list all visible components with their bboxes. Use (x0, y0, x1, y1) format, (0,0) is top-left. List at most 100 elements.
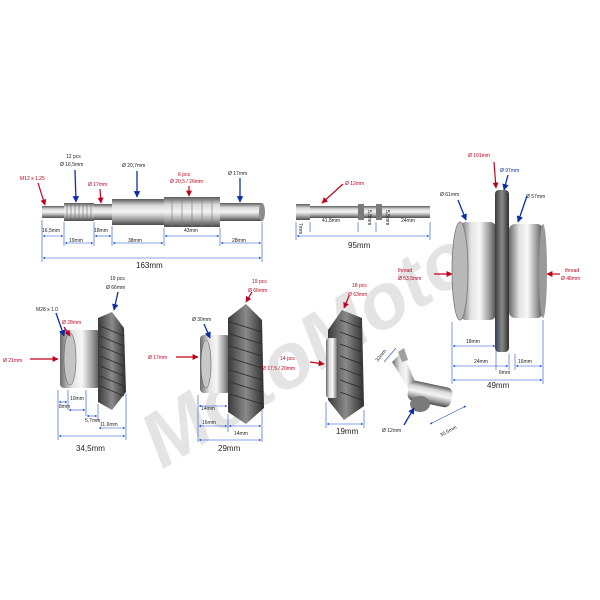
hub-dia61-arrow (457, 199, 467, 221)
hub-total: 49mm (487, 381, 510, 390)
gear2-len-16: 16mm (202, 420, 216, 426)
hub-right-face (539, 224, 547, 318)
pin-len-5-5: 5,5mm (384, 210, 390, 225)
gear1-dia66-arrow (112, 291, 119, 311)
gear3-part: 18 pcs Ø 63mm 14 pcs Ø 17,5 / 20mm 19mm (262, 283, 367, 436)
gear3-dim-lines (325, 402, 365, 428)
pin-dia-label: Ø 12mm (345, 181, 364, 187)
hub-dia97-label: Ø 97mm (500, 168, 519, 174)
pin-tail (382, 206, 430, 218)
gear1-bore (63, 332, 77, 386)
gear1-part: M28 x 1.0 19 pcs Ø 66mm Ø 28mm Ø 21mm 8m… (3, 276, 127, 453)
shaft-end-section (220, 203, 262, 221)
pin-part: Ø 12mm 7mm 41,8mm 5,8mm 5,5mm 24mm 95mm (295, 181, 431, 250)
hub-thread-right: Ø 48mm (561, 276, 580, 282)
gear2-dia30-arrow (203, 323, 211, 339)
gear2-dia30: Ø 30mm (192, 317, 211, 323)
fork-len-30-5: 30,5mm (439, 425, 458, 439)
shaft-len-19: 19mm (69, 238, 83, 244)
hub-dia61-label: Ø 61mm (440, 192, 459, 198)
hub-len-18: 18mm (466, 339, 480, 345)
hub-part: Ø 101mm Ø 97mm Ø 61mm Ø 57mm thread Ø 53… (398, 153, 580, 390)
watermark-text: MotoMoto (125, 212, 488, 484)
shaft-thread-section (42, 206, 64, 218)
fork-dia12-arrow (403, 407, 415, 426)
hub-flange (495, 190, 509, 352)
gear1-dia21: Ø 21mm (3, 358, 22, 364)
shaft-dia17-label: Ø 17mm (88, 182, 107, 188)
pin-groove2 (376, 204, 382, 220)
shaft-main-body (112, 199, 164, 225)
gear2-dia17: Ø 17mm (148, 355, 167, 361)
gear1-thread-label: M28 x 1.0 (36, 307, 58, 313)
gear1-len-11-6: 11,6mm (100, 422, 118, 428)
pin-dia-arrow (321, 183, 344, 204)
shaft-len-38: 38mm (128, 238, 142, 244)
pin-total: 95mm (348, 241, 371, 250)
gear2-total: 29mm (218, 444, 241, 453)
pin-head (296, 204, 310, 220)
fork-tip (398, 348, 408, 362)
gear3-spline-count: 14 pcs (280, 356, 295, 362)
gear2-len-14a: 14mm (201, 406, 215, 412)
shaft-spline-dia: Ø 16,5mm (60, 162, 83, 168)
gear1-len-10: 10mm (70, 396, 84, 402)
shaft-dia17-arrow (97, 188, 104, 204)
shaft-thread-label: M12 x 1.25 (20, 176, 45, 182)
hub-thread-right-word: thread (565, 268, 579, 274)
gear2-part: Ø 30mm 19 pcs Ø 66mm Ø 17mm 14mm 16mm 14… (148, 279, 267, 453)
gear2-tooth-lines (229, 321, 263, 405)
shaft-len-43: 43mm (184, 228, 198, 234)
shaft-neck (94, 204, 112, 220)
gear1-len-8: 8mm (59, 404, 70, 410)
gear2-dia66: Ø 66mm (248, 288, 267, 294)
pin-len-5-8: 5,8mm (366, 210, 372, 225)
hub-dia97-arrow (502, 174, 509, 191)
hub-dia57-arrow (516, 195, 528, 223)
shaft-part: M12 x 1.25 12 pcs Ø 16,5mm Ø 17mm Ø 20,7… (20, 154, 265, 270)
gear2-len-14b: 14mm (234, 431, 248, 437)
hub-dim-lines (451, 320, 544, 384)
gear1-tooth-lines (99, 325, 125, 397)
gear1-dia66: Ø 66mm (106, 285, 125, 291)
fork-part: 32mm Ø 12mm 30,5mm (375, 347, 467, 439)
shaft-len-28: 28mm (232, 238, 246, 244)
gear1-total: 34,5mm (76, 444, 105, 453)
watermark: MotoMoto (125, 212, 488, 484)
gear3-dia63: Ø 63mm (348, 292, 367, 298)
shaft-splines (66, 203, 92, 221)
shaft-len-18: 18mm (94, 228, 108, 234)
hub-thread-left-word: thread (398, 268, 412, 274)
gear3-teeth-count: 18 pcs (352, 283, 367, 289)
shaft-splines2 (171, 197, 213, 227)
gear3-spline-arrow (309, 360, 325, 367)
fork-len30-line (429, 405, 467, 425)
gear2-teeth-count: 19 pcs (252, 279, 267, 285)
gear2-teeth (228, 304, 264, 424)
gear1-len-5-7: 5,7mm (85, 418, 100, 424)
gear1-dim-lines (57, 390, 127, 440)
gear3-tooth-lines (339, 319, 363, 401)
shaft-thread-arrow (37, 182, 47, 206)
pin-len-24: 24mm (401, 218, 415, 224)
shaft-spline-arrow (72, 169, 80, 203)
shaft-total: 163mm (136, 261, 163, 270)
shaft-dia20-label: Ø 20,7mm (122, 163, 145, 169)
shaft-dim-lines (41, 220, 263, 262)
gear3-hub (326, 338, 338, 398)
gear2-dia66-arrow (245, 291, 253, 303)
shaft-spline-count: 12 pcs (66, 154, 81, 160)
shaft-splines2-dia: Ø 20,5 / 26mm (170, 179, 203, 185)
gear2-bore (200, 339, 212, 389)
gear1-dia28: Ø 28mm (62, 320, 81, 326)
hub-dia101-label: Ø 101mm (468, 153, 490, 159)
hub-len-24: 24mm (474, 359, 488, 365)
shaft-dia17end-label: Ø 17mm (228, 171, 247, 177)
gear2-dim-lines (197, 395, 263, 442)
gear3-dia63-arrow (343, 295, 350, 309)
hub-len-16: 16mm (518, 359, 532, 365)
pin-len-7: 7mm (297, 223, 303, 234)
hub-len-6: 6mm (499, 370, 510, 376)
fork-len32-line (383, 347, 397, 363)
